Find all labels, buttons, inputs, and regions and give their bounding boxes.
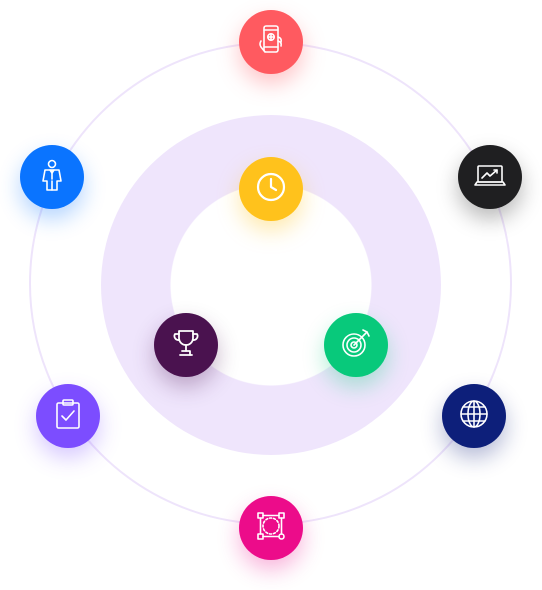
target-icon	[339, 326, 373, 365]
design-node[interactable]	[239, 496, 303, 560]
time-node[interactable]	[239, 157, 303, 221]
clipboard-check-icon	[51, 397, 85, 436]
mobile-app-node[interactable]	[239, 10, 303, 74]
tasks-node[interactable]	[36, 384, 100, 448]
businessman-icon	[35, 158, 69, 197]
trophy-icon	[169, 326, 203, 365]
globe-icon	[457, 397, 491, 436]
global-node[interactable]	[442, 384, 506, 448]
smartphone-icon	[254, 23, 288, 62]
analytics-node[interactable]	[458, 145, 522, 209]
vector-design-icon	[254, 509, 288, 548]
business-person-node[interactable]	[20, 145, 84, 209]
achievement-node[interactable]	[154, 313, 218, 377]
clock-icon	[254, 170, 288, 209]
goal-node[interactable]	[324, 313, 388, 377]
laptop-chart-icon	[473, 158, 507, 197]
